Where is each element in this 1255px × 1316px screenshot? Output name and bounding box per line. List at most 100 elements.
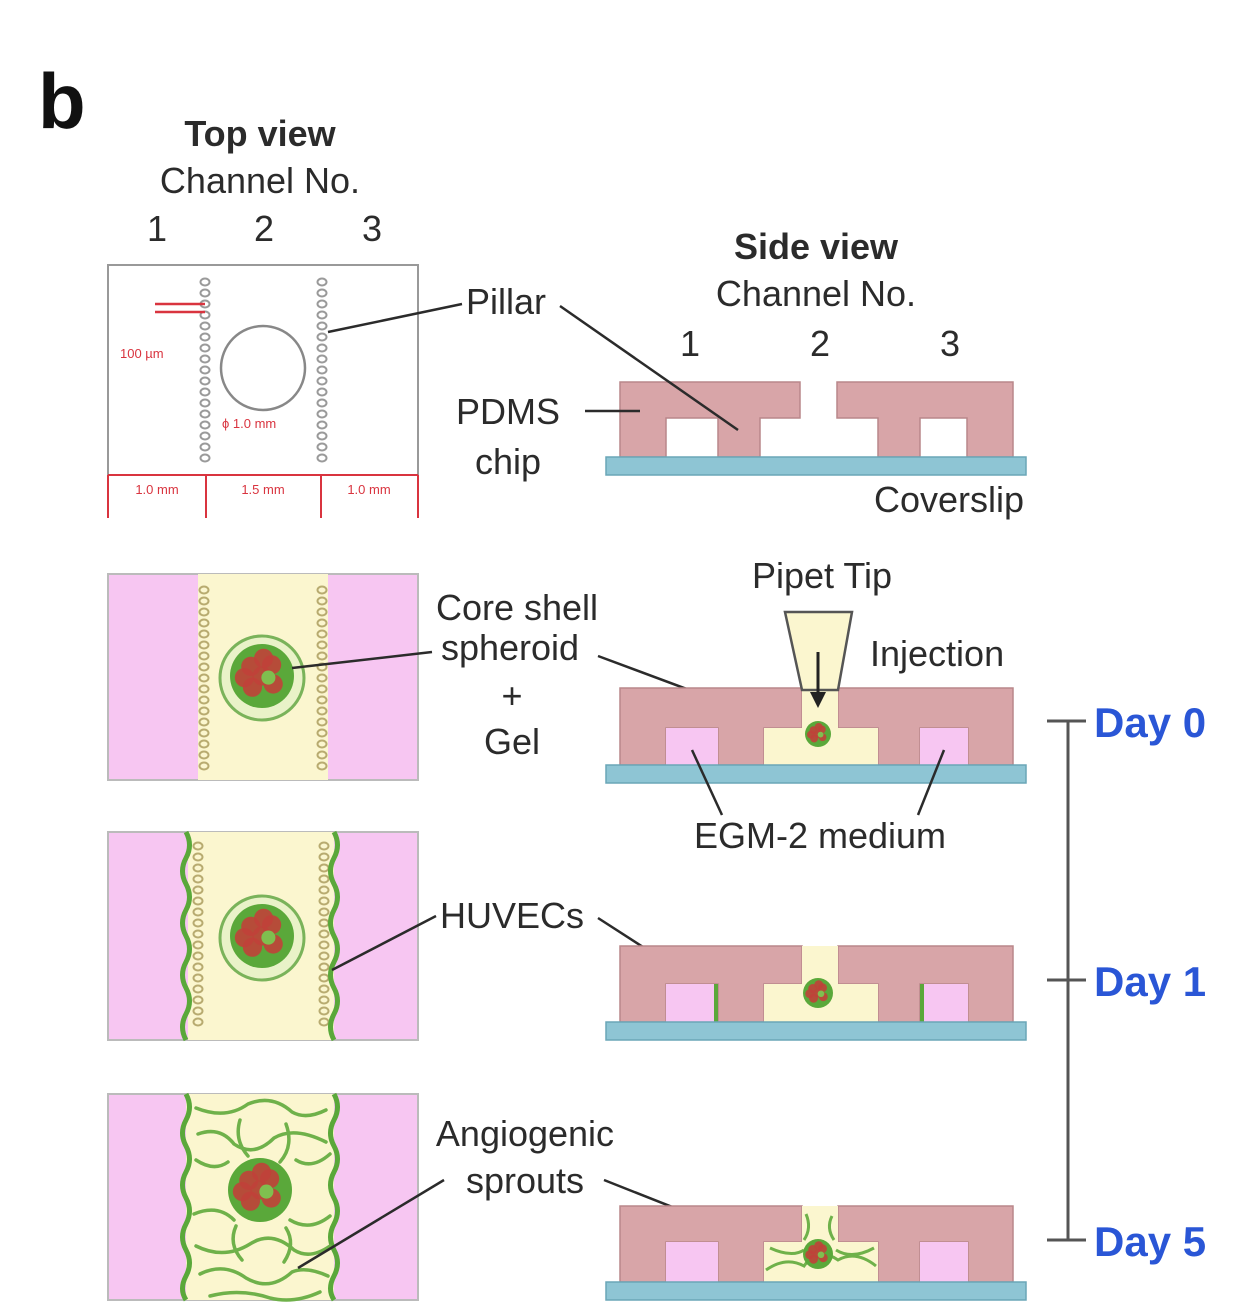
pillar-dot (316, 585, 328, 595)
pillar-dot (199, 354, 211, 364)
side-channel-1: 1 (680, 323, 700, 364)
spheroid-icon (805, 721, 831, 747)
pillar-dot (318, 984, 330, 994)
pillar-dot (318, 1006, 330, 1016)
pillar-dot (192, 940, 204, 950)
pillar-dot (318, 940, 330, 950)
pillar-dot (198, 728, 210, 738)
pillar-dot (198, 651, 210, 661)
spheroid-icon (803, 978, 833, 1008)
gel-label: Gel (484, 721, 540, 762)
pdms-label-line1: PDMS (456, 391, 560, 432)
injection-label: Injection (870, 633, 1004, 674)
pillar-column-left (199, 277, 211, 463)
day-0-label: Day 0 (1094, 699, 1206, 746)
pillar-dot (316, 387, 328, 397)
core-shell-label-line2: spheroid (441, 627, 579, 668)
pillar-dot (199, 398, 211, 408)
pillar-dot (198, 618, 210, 628)
scale-bar-label: 100 µm (120, 346, 164, 361)
pillar-dot (316, 596, 328, 606)
angiogenic-sprouts-drawing (192, 1098, 332, 1302)
egm-leader-left (690, 749, 724, 816)
pillar-dot (316, 431, 328, 441)
coverslip-label: Coverslip (874, 479, 1024, 520)
pillar-dot (198, 695, 210, 705)
pillar-dot (192, 1017, 204, 1027)
pillar-dot (192, 852, 204, 862)
pillar-dot (192, 907, 204, 917)
pillar-dot (192, 885, 204, 895)
top-channel-1: 1 (147, 208, 167, 249)
pipet-tip-shape (783, 610, 854, 692)
pillar-dot (198, 662, 210, 672)
timeline (1047, 719, 1086, 1242)
sprouts-leader-top (297, 1178, 445, 1270)
pillar-dot (316, 750, 328, 760)
pillar-dot (198, 761, 210, 771)
pillar-dot (316, 376, 328, 386)
pillar-dot (199, 409, 211, 419)
pillar-dot (192, 973, 204, 983)
pillar-dot (318, 995, 330, 1005)
pillar-dot (318, 951, 330, 961)
pillar-dot (192, 896, 204, 906)
pillar-dot (198, 750, 210, 760)
side-view-chip-day1 (605, 945, 1027, 1041)
plus-label: + (501, 675, 522, 716)
spheroid-icon (230, 644, 294, 708)
side-view-subtitle: Channel No. (716, 273, 916, 314)
pillar-dot (199, 288, 211, 298)
pillar-dot (318, 962, 330, 972)
pillar-dot (198, 640, 210, 650)
pillar-dot (198, 739, 210, 749)
width-label-1: 1.0 mm (135, 482, 178, 497)
side-view-chip-empty (605, 381, 1027, 476)
pillar-dot (318, 907, 330, 917)
pillar-dot (318, 841, 330, 851)
top-view-day1 (107, 830, 419, 1042)
top-view-schematic: 100 µm ϕ 1.0 mm 1.0 mm 1.5 mm 1.0 mm (107, 264, 419, 518)
pillar-dot (316, 453, 328, 463)
pillar-leader-top (327, 302, 463, 334)
pillar-column-right (316, 277, 328, 463)
pillar-dot (192, 1006, 204, 1016)
side-view-chip-day0 (605, 610, 1027, 784)
pillar-dot (192, 995, 204, 1005)
pillar-dot (192, 984, 204, 994)
pdms-label-line2: chip (475, 441, 541, 482)
pillar-dot (199, 431, 211, 441)
pillar-dot (316, 277, 328, 287)
pillar-dot (316, 442, 328, 452)
pillar-dot (198, 717, 210, 727)
spheroid-leader-top (291, 650, 433, 670)
angiogenic-label-line2: sprouts (466, 1160, 584, 1201)
pillar-dot (318, 874, 330, 884)
pillar-label: Pillar (466, 281, 546, 322)
top-channel-2: 2 (254, 208, 274, 249)
day-1-label: Day 1 (1094, 958, 1206, 1005)
pillar-dot (316, 310, 328, 320)
pillar-dot (316, 299, 328, 309)
pillar-dot (316, 640, 328, 650)
pillar-dot (199, 420, 211, 430)
egm2-label: EGM-2 medium (694, 815, 946, 856)
pillar-dot (316, 409, 328, 419)
pillar-dot (199, 332, 211, 342)
pillar-dot (316, 332, 328, 342)
pillar-dot (318, 885, 330, 895)
pillar-dot (316, 629, 328, 639)
pillar-dot (192, 918, 204, 928)
pillar-dot (316, 695, 328, 705)
pillar-dot (198, 629, 210, 639)
pillar-dot (192, 841, 204, 851)
pillar-dot (316, 618, 328, 628)
injection-arrow-icon (810, 692, 826, 708)
pillar-dot (316, 354, 328, 364)
pillar-dot (198, 673, 210, 683)
pillar-dot (199, 321, 211, 331)
top-view-day5 (107, 1092, 419, 1302)
top-view-title: Top view (184, 113, 336, 154)
pillar-dot (199, 277, 211, 287)
pillar-dot (316, 607, 328, 617)
